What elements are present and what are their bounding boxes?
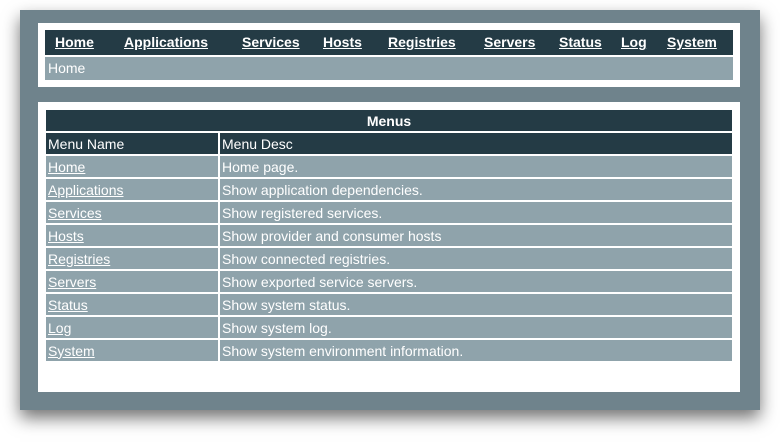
menu-name-cell: Hosts [46, 225, 218, 246]
table-row: Servers Show exported service servers. [46, 271, 732, 292]
menu-name-cell: Log [46, 317, 218, 338]
nav-link-log[interactable]: Log [621, 34, 647, 50]
nav-link-hosts[interactable]: Hosts [323, 34, 362, 50]
menu-name-cell: Status [46, 294, 218, 315]
menu-name-cell: Servers [46, 271, 218, 292]
menu-link-services[interactable]: Services [48, 204, 102, 221]
nav-link-services[interactable]: Services [242, 34, 300, 50]
table-row: System Show system environment informati… [46, 340, 732, 361]
nav-link-registries[interactable]: Registries [388, 34, 456, 50]
menu-name-cell: Registries [46, 248, 218, 269]
table-row: Applications Show application dependenci… [46, 179, 732, 200]
top-nav-bar: Home Applications Services Hosts Registr… [45, 30, 733, 55]
table-row: Status Show system status. [46, 294, 732, 315]
menu-link-status[interactable]: Status [48, 296, 88, 313]
nav-link-status[interactable]: Status [559, 34, 602, 50]
table-row: Services Show registered services. [46, 202, 732, 223]
nav-link-applications[interactable]: Applications [124, 34, 209, 50]
app-window: Home Applications Services Hosts Registr… [20, 10, 760, 410]
column-header-menu-name: Menu Name [46, 133, 218, 154]
menus-header-row: Menu Name Menu Desc [46, 133, 732, 154]
menu-desc-cell: Show system log. [220, 317, 732, 338]
nav-link-system[interactable]: System [667, 34, 717, 50]
menu-desc-cell: Show application dependencies. [220, 179, 732, 200]
menu-link-servers[interactable]: Servers [48, 273, 97, 290]
menus-table-title: Menus [46, 110, 732, 131]
menu-desc-cell: Show exported service servers. [220, 271, 732, 292]
breadcrumb-text: Home [48, 60, 86, 76]
menu-desc-cell: Show registered services. [220, 202, 732, 223]
menu-desc-cell: Show system environment information. [220, 340, 732, 361]
menu-link-home[interactable]: Home [48, 158, 86, 175]
menu-desc-cell: Show provider and consumer hosts [220, 225, 732, 246]
column-header-menu-desc: Menu Desc [220, 133, 732, 154]
menu-link-system[interactable]: System [48, 342, 95, 359]
menu-link-hosts[interactable]: Hosts [48, 227, 84, 244]
menu-link-applications[interactable]: Applications [48, 181, 124, 198]
menu-link-registries[interactable]: Registries [48, 250, 111, 267]
menu-name-cell: Services [46, 202, 218, 223]
navigation-panel: Home Applications Services Hosts Registr… [38, 23, 740, 87]
table-row: Registries Show connected registries. [46, 248, 732, 269]
menu-desc-cell: Show system status. [220, 294, 732, 315]
menus-table: Menus Menu Name Menu Desc Home Home page… [44, 108, 734, 363]
menu-name-cell: System [46, 340, 218, 361]
breadcrumb: Home [45, 57, 733, 80]
menu-name-cell: Applications [46, 179, 218, 200]
nav-link-servers[interactable]: Servers [484, 34, 536, 50]
nav-link-home[interactable]: Home [55, 34, 94, 50]
menu-desc-cell: Show connected registries. [220, 248, 732, 269]
menu-desc-cell: Home page. [220, 156, 732, 177]
menus-panel: Menus Menu Name Menu Desc Home Home page… [38, 102, 740, 392]
menus-title-row: Menus [46, 110, 732, 131]
menu-name-cell: Home [46, 156, 218, 177]
table-row: Home Home page. [46, 156, 732, 177]
menu-link-log[interactable]: Log [48, 319, 72, 336]
table-row: Log Show system log. [46, 317, 732, 338]
table-row: Hosts Show provider and consumer hosts [46, 225, 732, 246]
